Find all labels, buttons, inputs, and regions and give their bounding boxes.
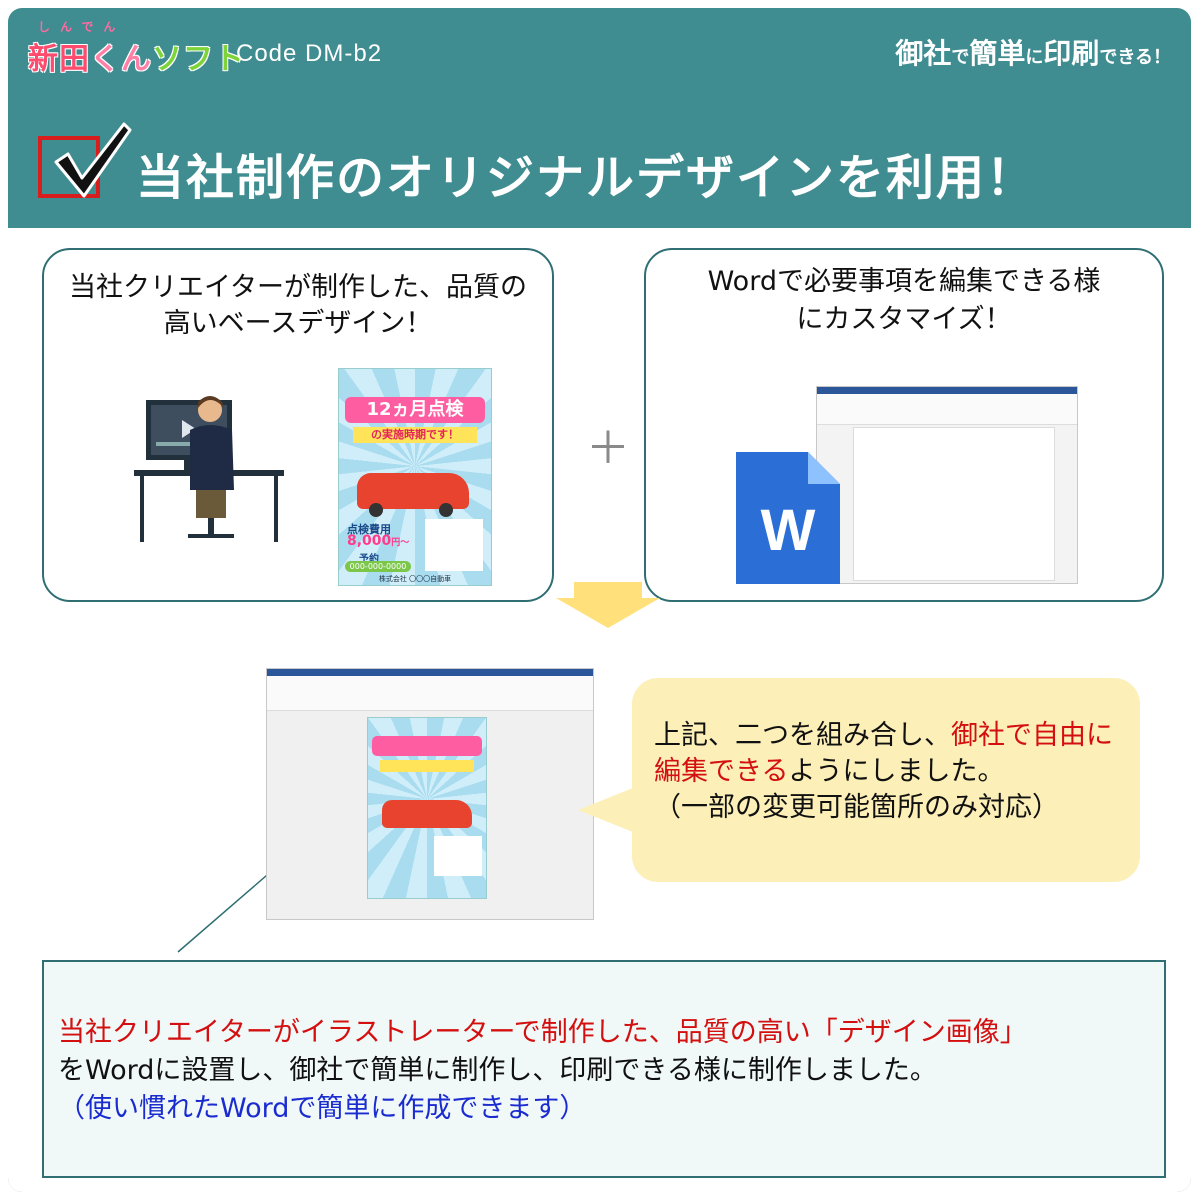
speech-bubble: 上記、二つを組み合し、御社で自由に 編集できるようにしました。 （一部の変更可能… [632, 678, 1140, 882]
word-ribbon [267, 676, 593, 711]
logo-part-den: 田 [59, 42, 90, 77]
flyer-reservation: 予約 [359, 554, 379, 565]
note-text: 当社クリエイターがイラストレーターで制作した、品質の高い「デザイン画像」 をWo… [58, 1014, 1027, 1128]
logo-part-kun: くん [90, 42, 152, 77]
logo-part-shin: 新 [28, 42, 59, 77]
flyer-subheading: の実施時期です！ [353, 427, 477, 443]
bubble-tail [578, 786, 638, 834]
flyer-company: 株式会社 〇〇〇自動車 [378, 575, 452, 583]
checkmark-icon [54, 122, 132, 198]
flyer-sample: 12ヵ月点検 の実施時期です！ 点検費用 8,000円～ 予約 000-000-… [338, 368, 492, 586]
logo: しんでん 新田くんソフト [28, 20, 245, 78]
flyer-heading: 12ヵ月点検 [345, 397, 485, 423]
card-text-line: Wordで必要事項を編集できる様 [707, 266, 1101, 297]
slogan: 御社で簡単に印刷できる！ [895, 32, 1171, 72]
logo-part-soft: ソフト [152, 42, 245, 77]
page-frame: しんでん 新田くんソフト Code DM-b2 御社で簡単に印刷できる！ 当社制… [8, 8, 1191, 1192]
plus-icon: ＋ [586, 423, 630, 474]
merged-flyer-text-box [434, 836, 482, 876]
note-line-red: 当社クリエイターがイラストレーターで制作した、品質の高い「デザイン画像」 [58, 1017, 1027, 1048]
merged-word-screenshot [266, 668, 594, 920]
logo-ruby: しんでん [38, 20, 126, 34]
word-blank-page [853, 427, 1055, 581]
merged-flyer [367, 717, 487, 899]
word-title-bar [817, 387, 1077, 394]
merged-flyer-heading [372, 736, 482, 756]
note-line: をWordに設置し、御社で簡単に制作し、印刷できる様に制作しました。 [58, 1055, 937, 1086]
flyer-blank-box [425, 519, 483, 571]
description-note: 当社クリエイターがイラストレーターで制作した、品質の高い「デザイン画像」 をWo… [42, 960, 1166, 1178]
word-screenshot [816, 386, 1078, 584]
bubble-line-part-red: 御社で自由に [951, 720, 1113, 751]
merged-flyer-subheading [380, 760, 474, 772]
car-illustration [382, 800, 472, 828]
flyer-phone: 000-000-0000 [345, 561, 411, 572]
computer-worker-illustration [134, 396, 284, 542]
product-code: Code DM-b2 [236, 40, 383, 67]
word-ribbon [817, 394, 1077, 425]
card-base-design: 当社クリエイターが制作した、品質の 高いベースデザイン！ [42, 248, 554, 602]
flyer-price: 8,000円～ [347, 533, 409, 549]
bubble-line-part-red: 編集できる [654, 756, 789, 787]
slogan-part: 簡単 [969, 37, 1026, 70]
word-icon-letter: W [761, 498, 816, 563]
note-line-blue: （使い慣れたWordで簡単に作成できます） [58, 1093, 587, 1124]
slogan-part: 御社 [895, 37, 952, 70]
bubble-line-part: ようにしました。 [788, 756, 1005, 787]
flyer-price-value: 8,000 [347, 533, 392, 549]
word-icon: W [736, 452, 840, 584]
bubble-line-part: 上記、二つを組み合し、 [654, 720, 951, 751]
slogan-part: できる！ [1099, 47, 1171, 68]
car-wheel [369, 503, 383, 517]
flyer-price-label: 点検費用 [347, 523, 391, 536]
word-title-bar [267, 669, 593, 676]
main-content: 当社クリエイターが制作した、品質の 高いベースデザイン！ [8, 228, 1191, 1192]
bubble-line: （一部の変更可能箇所のみ対応） [654, 792, 1059, 823]
card-text-line: 当社クリエイターが制作した、品質の [69, 272, 527, 303]
card-text-line: にカスタマイズ！ [796, 304, 1012, 335]
bubble-line: 上記、二つを組み合し、御社で自由に [654, 718, 1113, 754]
headline: 当社制作のオリジナルデザインを利用！ [136, 150, 1037, 206]
flyer-price-unit: 円～ [391, 538, 410, 548]
bubble-line: 編集できるようにしました。 [654, 754, 1113, 790]
card-text-line: 高いベースデザイン！ [163, 308, 433, 339]
slogan-part: 印刷 [1043, 37, 1100, 70]
slogan-part: に [1025, 47, 1044, 68]
header: しんでん 新田くんソフト Code DM-b2 御社で簡単に印刷できる！ 当社制… [8, 8, 1191, 228]
bubble-text: 上記、二つを組み合し、御社で自由に 編集できるようにしました。 （一部の変更可能… [654, 718, 1113, 826]
down-arrow-icon [556, 582, 660, 628]
car-wheel [439, 503, 453, 517]
slogan-part: で [951, 47, 970, 68]
